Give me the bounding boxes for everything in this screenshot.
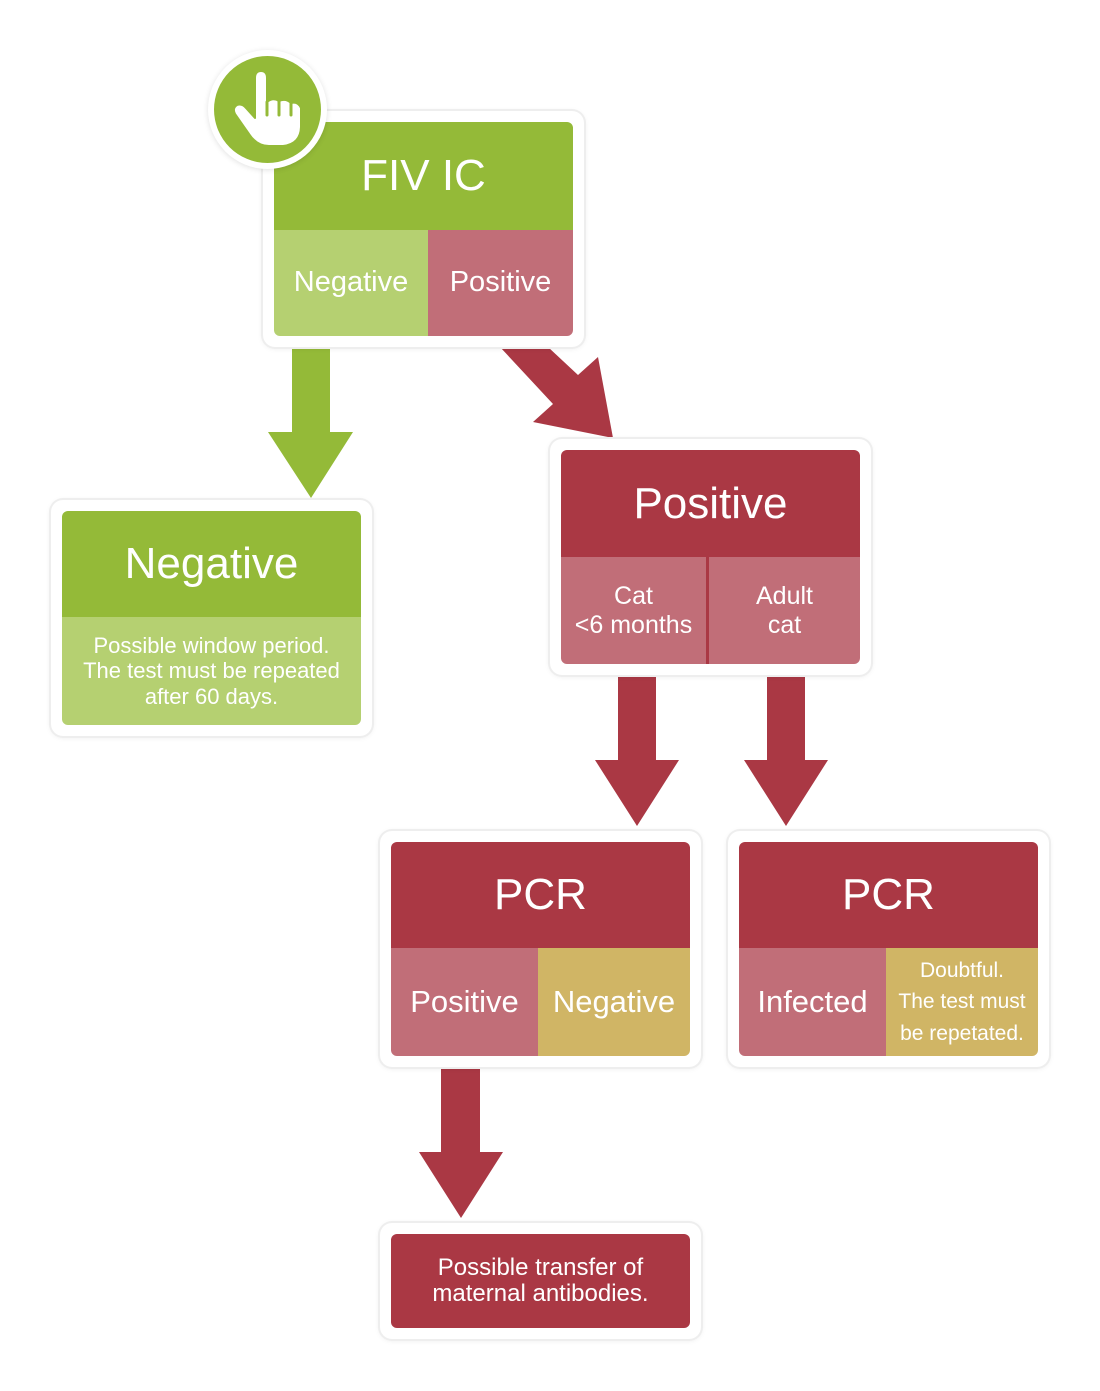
pcr-kitten-positive: Positive (391, 948, 538, 1056)
fiv-ic-positive: Positive (428, 230, 573, 336)
arrow-pcr-to-maternal (419, 1068, 503, 1218)
arrow-positive-to-pcr-kitten (595, 676, 679, 826)
arrow-fiv-to-positive (500, 347, 613, 438)
positive-adult: Adult cat (709, 557, 860, 664)
pointing-hand-icon (232, 70, 302, 147)
pcr-kitten-card: PCR Positive Negative (391, 842, 690, 1056)
negative-title: Negative (62, 511, 361, 617)
pcr-adult-card: PCR Infected Doubtful. The test must be … (739, 842, 1038, 1056)
pcr-adult-infected: Infected (739, 948, 886, 1056)
pcr-kitten-negative: Negative (538, 948, 690, 1056)
pcr-adult-title: PCR (739, 842, 1038, 948)
positive-divider (706, 557, 709, 664)
pcr-adult-doubtful: Doubtful. The test must be repetated. (886, 948, 1038, 1056)
arrow-fiv-to-negative (268, 347, 353, 498)
positive-kitten: Cat <6 months (561, 557, 706, 664)
maternal-card: Possible transfer of maternal antibodies… (391, 1234, 690, 1328)
fiv-ic-title: FIV IC (274, 122, 573, 230)
arrow-positive-to-pcr-adult (744, 676, 828, 826)
positive-card: Positive Cat <6 months Adult cat (561, 450, 860, 664)
maternal-text: Possible transfer of maternal antibodies… (432, 1253, 649, 1307)
positive-title: Positive (561, 450, 860, 557)
fiv-ic-negative: Negative (274, 230, 428, 336)
fiv-ic-card: FIV IC Negative Positive (274, 122, 573, 336)
negative-note: Possible window period. The test must be… (62, 617, 361, 725)
pcr-kitten-title: PCR (391, 842, 690, 948)
negative-card: Negative Possible window period. The tes… (62, 511, 361, 725)
